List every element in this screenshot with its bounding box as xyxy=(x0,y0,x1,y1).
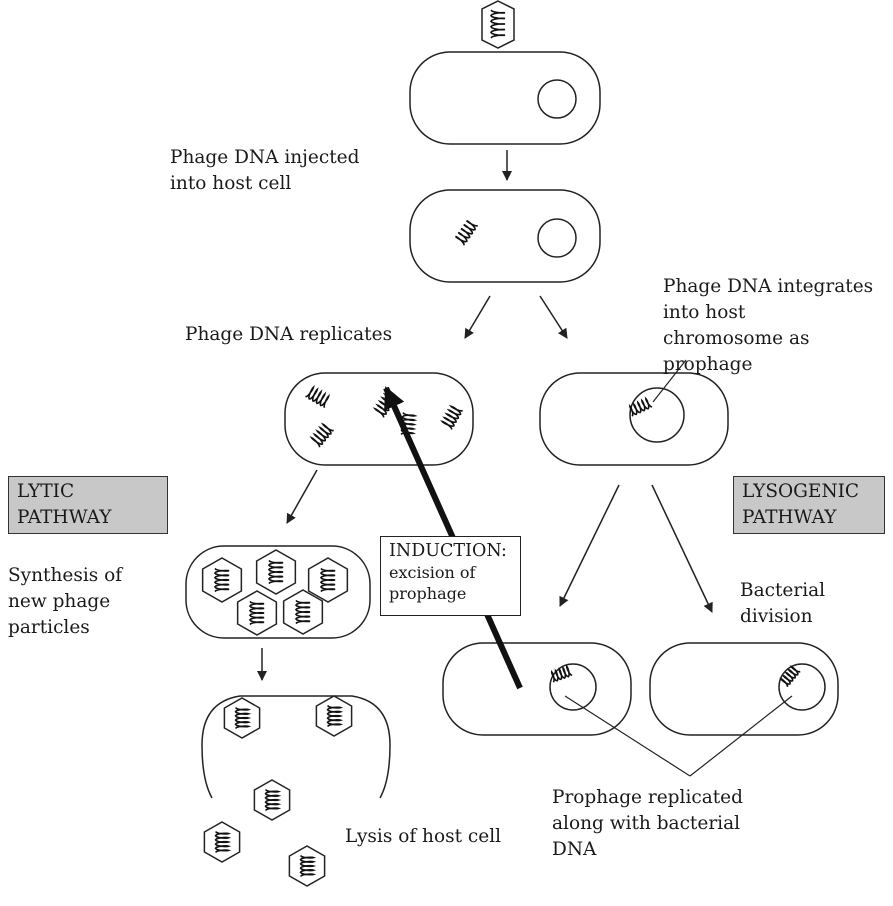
dna-coil-icon xyxy=(299,854,317,878)
leader-line-right xyxy=(689,695,793,777)
lysogenic-pathway-box: LYSOGENIC PATHWAY xyxy=(733,476,885,534)
label-dna-replicates: Phage DNA replicates xyxy=(185,324,393,345)
leader-line-left xyxy=(564,695,691,777)
dna-coil-icon xyxy=(294,599,311,625)
dna-coil-icon xyxy=(628,396,653,417)
induction-box: INDUCTION: excision of prophage xyxy=(380,536,521,616)
induction-body: excision of prophage xyxy=(389,563,476,603)
label-dna-injected: Phage DNA injected into host cell xyxy=(170,147,360,194)
injected-dna-coil-icon xyxy=(454,219,479,246)
host-cell-replicating xyxy=(284,372,474,466)
dna-coil-icon xyxy=(489,9,506,39)
dna-coil-icon xyxy=(305,384,331,408)
lysed-host-cell xyxy=(201,695,391,887)
host-cell-injected xyxy=(409,189,601,283)
label-synthesis: Synthesis of new phage particles xyxy=(8,565,123,638)
new-phage-particles-icon xyxy=(201,549,349,636)
label-prophage-replicated: Prophage replicated along with bacterial… xyxy=(552,787,743,860)
prophage-icon xyxy=(779,665,801,687)
arrow-to-lytic-branch xyxy=(464,295,491,339)
dna-coil-icon xyxy=(214,830,232,854)
arrow-to-daughter-cell-left xyxy=(559,484,620,607)
dna-coil-icon xyxy=(319,567,336,593)
released-phages-icon xyxy=(203,695,353,887)
arrow-to-daughter-cell-right xyxy=(651,484,713,613)
dna-coil-icon xyxy=(248,600,265,626)
dna-coil-icon xyxy=(550,664,573,683)
dna-coil-icon xyxy=(309,422,334,448)
dna-coil-icon xyxy=(454,219,479,246)
dna-coil-icon xyxy=(267,559,284,585)
host-cell-initial xyxy=(409,51,601,145)
dna-coil-icon xyxy=(439,404,463,430)
attaching-phage-icon xyxy=(481,0,515,49)
dna-coil-icon xyxy=(779,665,801,687)
daughter-cell-right xyxy=(649,642,839,736)
dna-coil-icon xyxy=(213,567,230,593)
prophage-icon xyxy=(550,664,573,683)
arrow-to-lysogenic-branch xyxy=(539,295,568,339)
integrates-leader-line xyxy=(652,359,687,403)
host-cell-new-particles xyxy=(185,545,371,639)
lytic-pathway-box: LYTIC PATHWAY xyxy=(8,476,168,534)
label-bacterial-division: Bacterial division xyxy=(740,580,826,627)
daughter-cell-left xyxy=(442,642,632,736)
label-lysis: Lysis of host cell xyxy=(345,826,502,847)
prophage-icon xyxy=(628,396,653,417)
dna-coil-icon xyxy=(234,706,252,730)
host-cell-prophage xyxy=(539,359,729,466)
dna-coil-icon xyxy=(264,788,282,812)
arrow-to-synthesis xyxy=(286,469,318,524)
label-dna-integrates: Phage DNA integrates into host chromosom… xyxy=(663,276,874,375)
induction-title: INDUCTION: xyxy=(389,541,507,561)
dna-coil-icon xyxy=(326,704,344,728)
